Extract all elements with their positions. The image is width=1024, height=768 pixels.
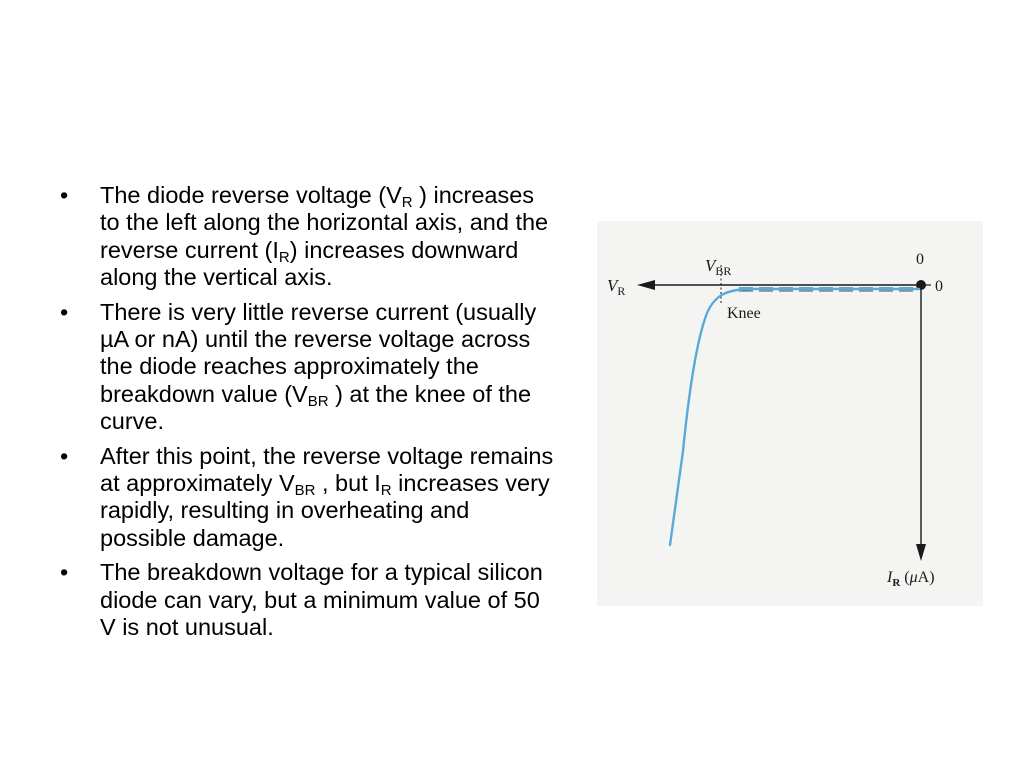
bullet-dot: • [60,442,69,469]
subscript: R [401,194,413,211]
text-run: ) increases downward along the vertical … [100,236,519,291]
text-run: The diode reverse voltage (V [100,182,402,208]
subscript: BR [294,482,316,500]
vertical-axis-arrowhead [916,544,926,561]
characteristic-curve [668,287,921,547]
subscript: R [380,482,392,500]
knee-label: Knee [727,305,761,322]
bullet-item: • The breakdown voltage for a typical sil… [58,559,558,641]
text-run: After this point, the reverse voltage re… [100,442,554,497]
bullet-item: • After this point, the reverse voltage r… [58,443,558,553]
text-run: The breakdown voltage for a typical sili… [100,559,543,641]
text-run: , but I [315,470,381,497]
bullet-dot: • [60,298,69,325]
bullet-text: The diode reverse voltage (VR ) increase… [100,182,548,290]
reverse-bias-diagram: VR VBR Knee 0 0 IR (μA) [607,251,943,589]
text-run: There is very little reverse current (us… [100,298,537,407]
horizontal-axis-arrowhead [637,280,655,290]
y-axis-label: IR (μA) [886,569,935,589]
bullet-list: •The diode reverse voltage (VR ) increas… [58,182,558,649]
x-axis-label: VR [607,276,625,298]
bullet-dot: • [60,182,69,208]
subscript: BR [307,392,329,410]
text-run: ) at the knee of the curve. [100,380,532,435]
origin-top-label: 0 [916,251,924,268]
bullet-dot: • [60,559,69,586]
reverse-bias-characteristic-figure: VR VBR Knee 0 0 IR (μA) [597,221,983,606]
bullet-text: After this point, the reverse voltage re… [100,443,553,551]
origin-right-label: 0 [935,278,943,295]
origin-dot [916,280,926,290]
vbr-label: VBR [705,256,731,278]
text-run: ) increases to the left along the horizo… [100,182,549,263]
bullet-text: The breakdown voltage for a typical sili… [100,559,543,640]
bullet-item: • There is very little reverse current (u… [58,299,558,436]
bullet-item: •The diode reverse voltage (VR ) increas… [58,182,558,292]
text-run: increases very rapidly, resulting in ove… [100,470,550,551]
bullet-text: There is very little reverse current (us… [100,299,536,435]
subscript: R [278,248,290,266]
